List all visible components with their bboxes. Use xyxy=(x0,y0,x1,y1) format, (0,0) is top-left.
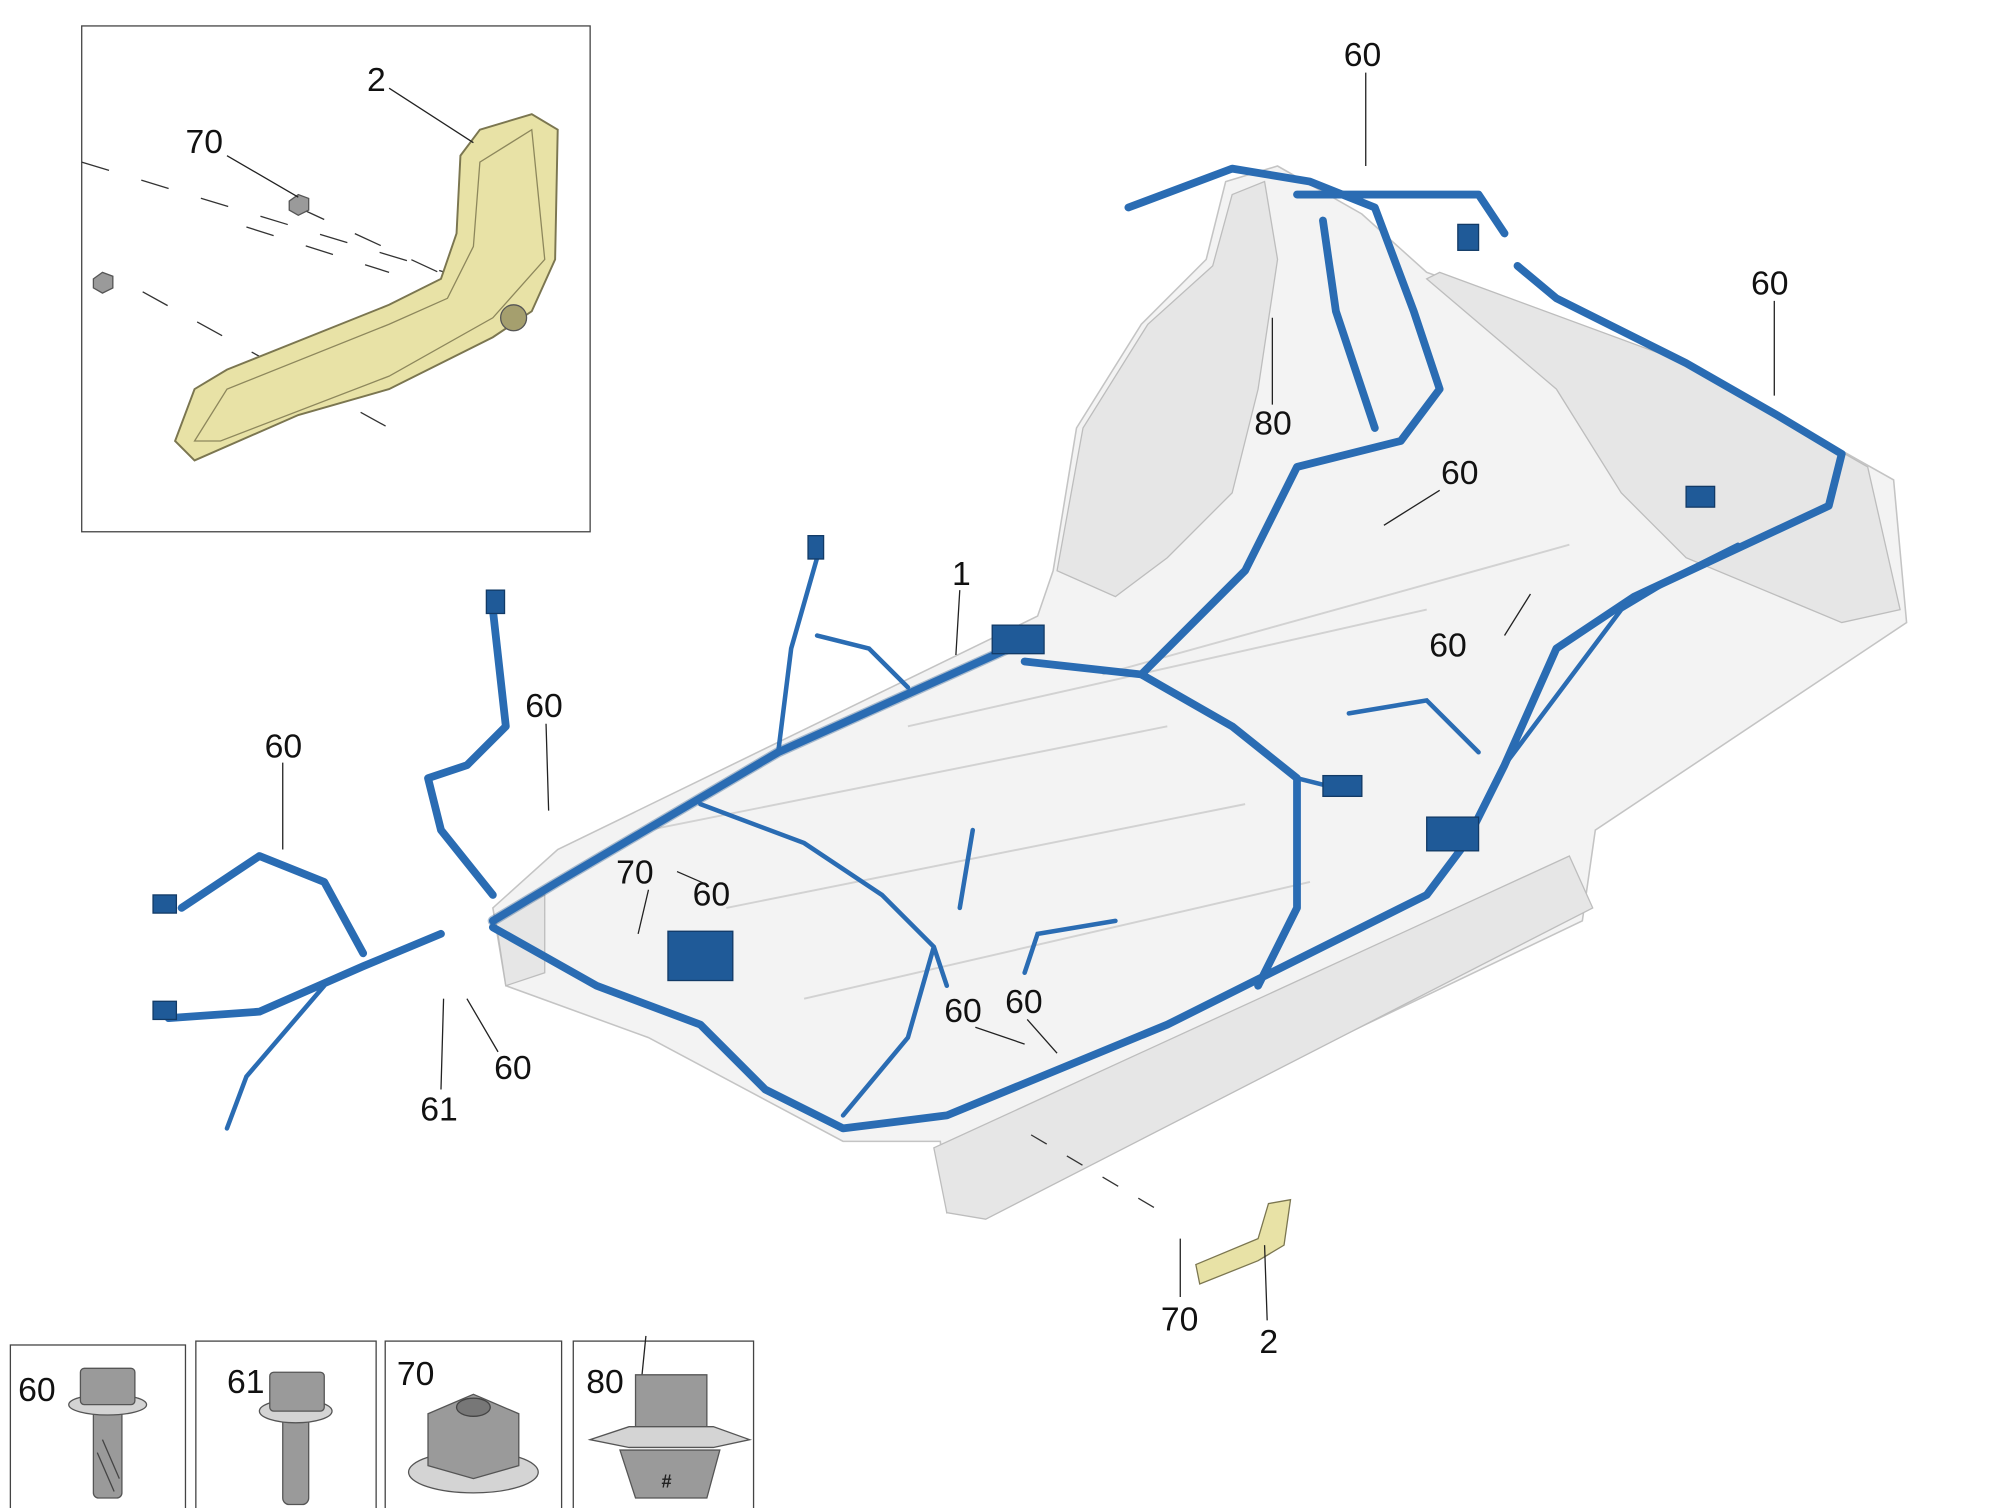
bracket-bushing xyxy=(499,304,528,332)
callout-label: 70 xyxy=(616,853,654,891)
callout-label: 60 xyxy=(1441,454,1479,492)
callout-label: 2 xyxy=(367,61,386,99)
callout-label: 60 xyxy=(693,875,731,913)
legend-label: 70 xyxy=(397,1355,435,1393)
bolt-head-icon xyxy=(269,1371,325,1412)
sill-bracket-part-2 xyxy=(1030,1134,1292,1285)
wiring-harness-1 xyxy=(152,164,1846,1133)
callouts: 60 60 80 60 1 60 60 60 70 60 60 60 60 61… xyxy=(265,36,1789,1361)
connector-block xyxy=(667,930,734,982)
callout-label: 80 xyxy=(1254,404,1292,442)
harness-console-branch xyxy=(698,801,976,1118)
harness-top-branch xyxy=(1293,190,1509,238)
connector xyxy=(485,589,506,615)
harness-front-upper-branch xyxy=(177,852,368,958)
seat-bracket-part-2 xyxy=(173,113,559,462)
legend-item-80: # 80 xyxy=(572,1335,755,1508)
legend-label: 80 xyxy=(586,1363,624,1401)
fastener-legend: 60 61 70 # 80 xyxy=(9,1335,755,1508)
harness-front-branch xyxy=(164,929,445,1023)
callout-label: 60 xyxy=(1429,626,1467,664)
callout-label: 60 xyxy=(1344,36,1382,74)
leader-lines xyxy=(226,87,474,198)
harness-rear-riser xyxy=(1124,164,1444,679)
vehicle-floor-body xyxy=(492,165,1908,1220)
legend-label: 61 xyxy=(227,1363,265,1401)
callout-label: 2 xyxy=(1259,1323,1278,1361)
nut-icon xyxy=(92,271,114,294)
connector-block xyxy=(991,624,1045,655)
harness-front-lower-branch xyxy=(224,983,327,1131)
callout-label: 60 xyxy=(1751,264,1789,302)
callout-label: 61 xyxy=(420,1091,458,1129)
connector xyxy=(152,894,178,914)
legend-item-61: 61 xyxy=(195,1340,377,1508)
legend-item-60: 60 xyxy=(9,1344,187,1508)
clip-umbrella-icon xyxy=(587,1426,753,1449)
callout-label: 1 xyxy=(952,555,971,593)
legend-label: 60 xyxy=(18,1371,56,1409)
nut-icon xyxy=(288,193,310,217)
bolt-head-icon xyxy=(79,1367,136,1406)
clip-mark: # xyxy=(661,1472,671,1492)
clip-head-icon xyxy=(634,1374,708,1428)
callout-label: 70 xyxy=(185,123,223,161)
connector xyxy=(1685,485,1716,508)
harness-rear-branch xyxy=(1502,542,1741,768)
connector xyxy=(1457,223,1480,251)
harness-tunnel-branch xyxy=(1020,657,1301,990)
legend-item-70: 70 xyxy=(384,1340,563,1508)
callout-label: 70 xyxy=(1161,1301,1199,1339)
harness-left-trunk xyxy=(488,631,1042,925)
callout-label: 60 xyxy=(1005,983,1043,1021)
connector-block xyxy=(1426,816,1480,852)
callout-label: 60 xyxy=(265,727,303,765)
nut-icon xyxy=(427,1393,520,1480)
inset-seat-bracket-panel: 2 70 xyxy=(81,25,591,533)
connector xyxy=(807,535,825,560)
callout-label: 60 xyxy=(944,992,982,1030)
connector xyxy=(1322,774,1363,798)
seat-bracket-ribs xyxy=(193,128,546,442)
clip-legs-icon xyxy=(619,1449,721,1499)
harness-perimeter-trunk xyxy=(488,261,1846,1133)
harness-engine-bay-riser xyxy=(424,605,510,899)
callout-label: 60 xyxy=(494,1049,532,1087)
harness-door-branch xyxy=(775,555,911,755)
harness-rear-drop xyxy=(1319,216,1379,432)
connector xyxy=(152,1000,178,1021)
bolt-shank-icon xyxy=(282,1413,310,1506)
callout-label: 60 xyxy=(525,687,563,725)
